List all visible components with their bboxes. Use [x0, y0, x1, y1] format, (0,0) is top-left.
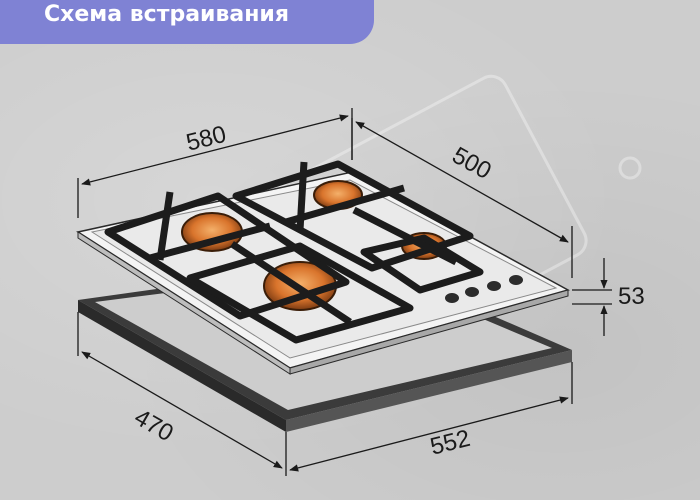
- knob-1: [445, 293, 459, 303]
- grate-front-left: [186, 242, 414, 344]
- page-title: Схема встраивания: [0, 0, 374, 44]
- knob-3: [487, 281, 501, 291]
- control-knobs: [445, 275, 523, 303]
- dimension-lines: [77, 108, 612, 476]
- dim-label-cutout-depth: 470: [130, 404, 178, 447]
- knob-2: [465, 287, 479, 297]
- grate-left: [104, 192, 350, 320]
- dim-label-hob-width: 580: [183, 121, 228, 157]
- dim-label-cutout-width: 552: [427, 425, 472, 461]
- knob-4: [509, 275, 523, 285]
- dim-label-hob-height: 53: [618, 283, 645, 310]
- grate-front-right: [360, 234, 484, 294]
